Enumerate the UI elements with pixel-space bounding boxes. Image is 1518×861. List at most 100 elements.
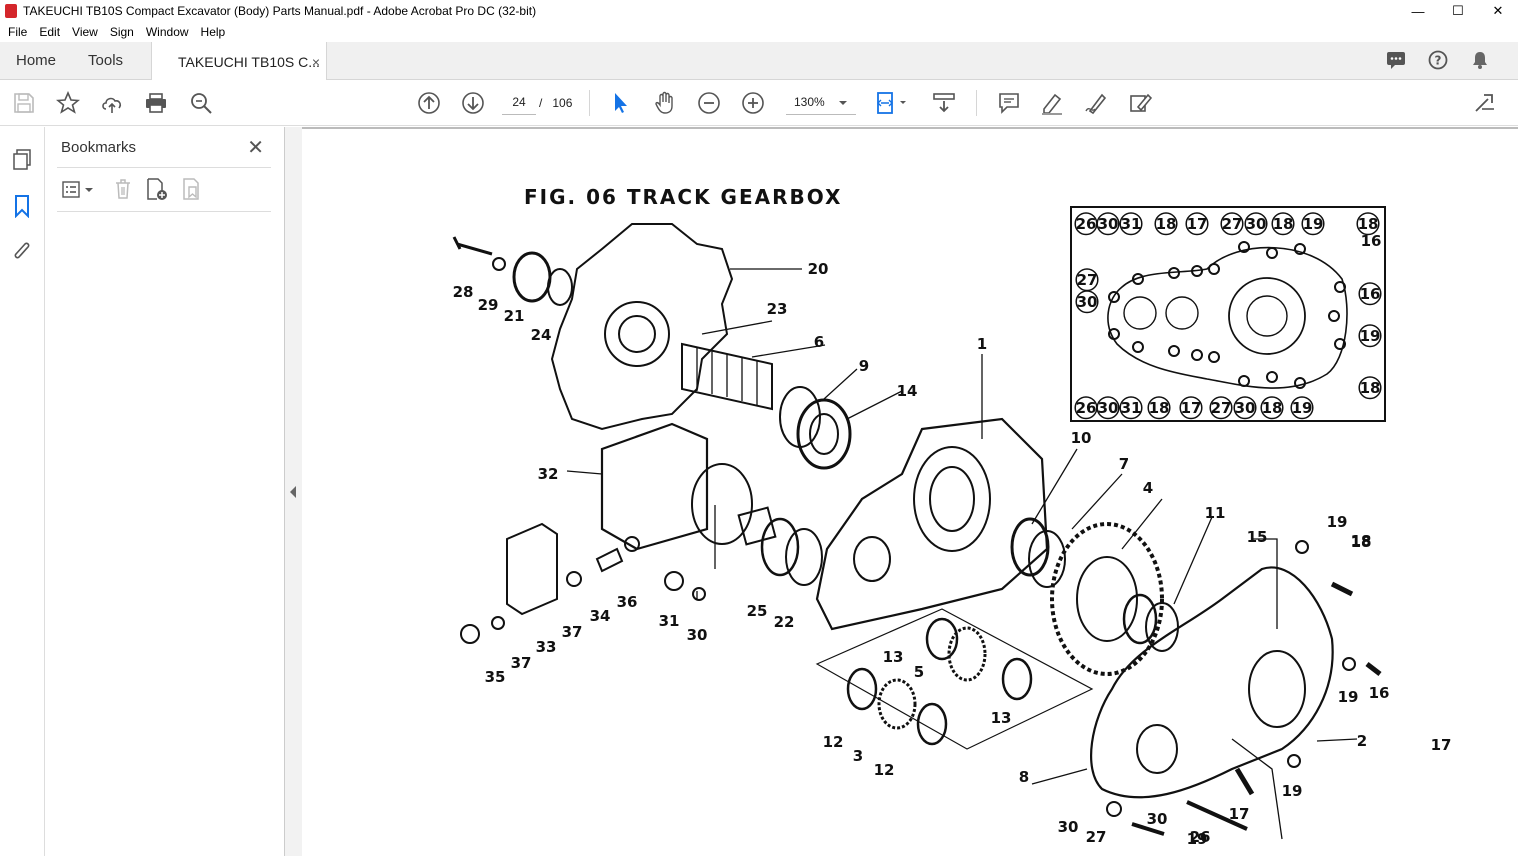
menu-view[interactable]: View (72, 25, 98, 39)
new-bookmark-icon[interactable] (145, 177, 169, 201)
inset-bolt-hole (1191, 265, 1203, 277)
menu-help[interactable]: Help (200, 25, 226, 39)
inset-bolt-hole (1108, 328, 1120, 340)
menu-file[interactable]: File (8, 25, 28, 39)
callout-29: 29 (478, 296, 499, 314)
zoom-level-select[interactable]: 130% (786, 89, 856, 115)
callout-11: 11 (1205, 504, 1226, 522)
fit-page-icon[interactable] (875, 91, 911, 115)
callout-circle (1244, 212, 1268, 236)
callout-19: 19 (1282, 782, 1303, 800)
inset-callout-18: 18 (1358, 215, 1379, 233)
pages-thumbnail-icon[interactable] (11, 148, 33, 170)
highlight-pen-icon[interactable] (1040, 91, 1064, 115)
callout-circle (1119, 396, 1143, 420)
inset-callout-18: 18 (1360, 379, 1381, 397)
comment-icon[interactable] (997, 91, 1021, 115)
inset-callout-31: 31 (1121, 399, 1142, 417)
zoom-search-icon[interactable] (189, 91, 213, 115)
inset-bolt-hole (1266, 247, 1278, 259)
page-number-input[interactable]: 24 (502, 89, 536, 115)
callout-24: 24 (531, 326, 552, 344)
inset-bolt-hole (1238, 241, 1250, 253)
close-window-button[interactable]: ✕ (1492, 3, 1504, 18)
inset-callout-18: 18 (1156, 215, 1177, 233)
minimize-button[interactable]: — (1411, 3, 1425, 19)
save-icon[interactable] (12, 91, 36, 115)
inset-callout-27: 27 (1222, 215, 1243, 233)
delete-trash-icon[interactable] (113, 178, 133, 200)
previous-page-icon[interactable] (417, 91, 441, 115)
tab-document[interactable]: TAKEUCHI TB10S C... × (151, 42, 328, 81)
bookmark-properties-icon[interactable] (181, 177, 205, 201)
callout-circle (1220, 212, 1244, 236)
callout-31: 31 (659, 612, 680, 630)
menu-sign[interactable]: Sign (109, 25, 134, 39)
toolbar-divider (976, 90, 977, 116)
callout-circle (1096, 396, 1120, 420)
share-link-icon[interactable] (1472, 91, 1496, 115)
callout-circle (1301, 212, 1325, 236)
panel-collapse-handle[interactable] (285, 127, 302, 856)
draw-signature-icon[interactable] (1084, 91, 1108, 115)
callout-14: 14 (897, 382, 918, 400)
comment-bubble-icon[interactable] (1386, 50, 1406, 70)
scroll-mode-icon[interactable] (932, 91, 956, 115)
inset-callout-18: 18 (1149, 399, 1170, 417)
star-icon[interactable] (56, 91, 80, 115)
zoom-in-icon[interactable] (741, 91, 765, 115)
inset-bolt-holes (1108, 241, 1346, 389)
notification-bell-icon[interactable] (1470, 50, 1490, 70)
inset-callout-31: 31 (1121, 215, 1142, 233)
tab-bar: Home Tools TAKEUCHI TB10S C... × ? (0, 42, 1518, 81)
menu-window[interactable]: Window (145, 25, 189, 39)
select-cursor-icon[interactable] (609, 91, 633, 115)
inset-callout-27: 27 (1211, 399, 1232, 417)
callout-19: 19 (1327, 513, 1348, 531)
menu-edit[interactable]: Edit (39, 25, 61, 39)
inset-bolt-hole (1294, 243, 1306, 255)
edit-stamp-icon[interactable] (1128, 91, 1152, 115)
cloud-upload-icon[interactable] (100, 91, 124, 115)
exploded-parts (452, 223, 1382, 840)
callout-19: 19 (1187, 830, 1208, 848)
inset-callout-30: 30 (1098, 399, 1119, 417)
callout-36: 36 (617, 593, 638, 611)
print-icon[interactable] (144, 91, 168, 115)
window-title: TAKEUCHI TB10S Compact Excavator (Body) … (23, 4, 537, 18)
hand-tool-icon[interactable] (653, 91, 677, 115)
bookmarks-close-button[interactable]: ✕ (247, 137, 264, 159)
divider (57, 167, 271, 168)
callout-26: 26 (1190, 828, 1211, 846)
inset-bolt-hole (1132, 273, 1144, 285)
inset-callout-17: 17 (1181, 399, 1202, 417)
callout-30: 30 (1058, 818, 1079, 836)
tab-close-button[interactable]: × (311, 54, 321, 70)
tab-home[interactable]: Home (16, 52, 57, 69)
inset-callout-26: 26 (1076, 215, 1097, 233)
callout-17: 17 (1229, 805, 1250, 823)
callout-30: 30 (1147, 810, 1168, 828)
callout-circle (1358, 324, 1382, 348)
callout-28: 28 (453, 283, 474, 301)
inset-callout-18: 18 (1262, 399, 1283, 417)
callout-27: 27 (1086, 828, 1107, 846)
inset-callout-18: 18 (1273, 215, 1294, 233)
main-toolbar (0, 80, 1518, 126)
zoom-out-icon[interactable] (697, 91, 721, 115)
inset-callout-26: 26 (1076, 399, 1097, 417)
bookmark-icon[interactable] (11, 194, 33, 218)
maximize-button[interactable]: ☐ (1452, 3, 1464, 18)
tab-tools[interactable]: Tools (88, 52, 124, 69)
inset-callout-19: 19 (1303, 215, 1324, 233)
help-icon[interactable]: ? (1428, 50, 1448, 70)
callout-circle (1358, 376, 1382, 400)
bookmark-options-icon[interactable] (61, 180, 95, 200)
next-page-icon[interactable] (461, 91, 485, 115)
callout-37: 37 (511, 654, 532, 672)
callout-6: 6 (814, 333, 824, 351)
attachment-paperclip-icon[interactable] (11, 240, 33, 264)
